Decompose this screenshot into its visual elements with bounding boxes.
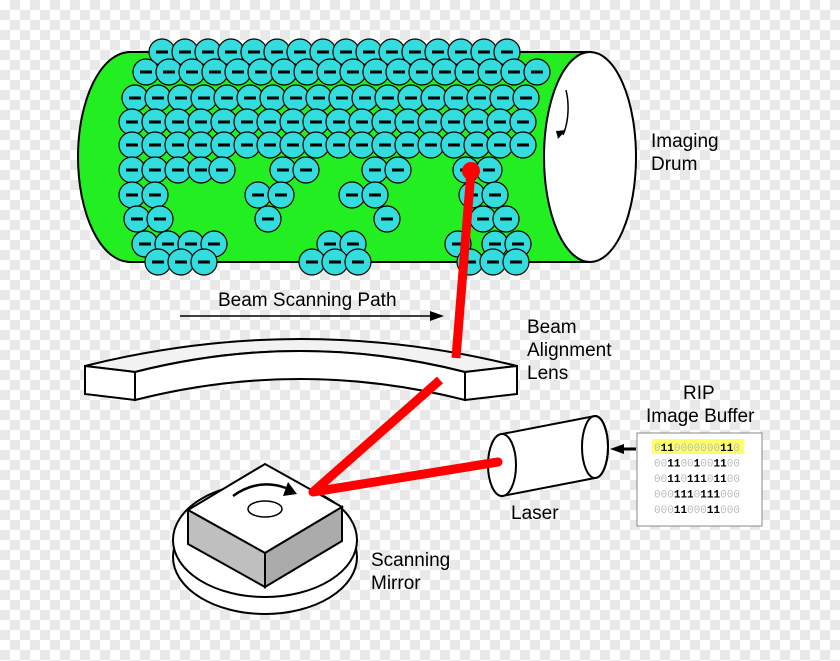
mirror-spindle xyxy=(247,500,283,518)
laser-back-cap xyxy=(581,415,609,479)
rip-image-buffer: 0110000000110 0011001001100 0011011101100 0… xyxy=(610,432,763,527)
buffer-row: 0110000000110 xyxy=(654,443,740,455)
buffer-arrowhead xyxy=(610,444,624,454)
beam-scanning-path: Beam Scanning Path xyxy=(180,290,444,321)
beam-alignment-lens-label: Beam Alignment Lens xyxy=(527,317,617,384)
mirror-rotation-arrowhead xyxy=(283,482,297,496)
imaging-drum-label: Imaging Drum xyxy=(651,131,724,175)
buffer-row: 0001100011000 xyxy=(654,505,740,517)
buffer-row: 0011001001100 xyxy=(654,459,740,471)
drum-rotation-arrowhead xyxy=(556,130,566,139)
lens-right-end xyxy=(464,364,518,402)
laser-label: Laser xyxy=(511,503,559,524)
laser-beam xyxy=(308,162,503,497)
buffer-row: 0011011101100 xyxy=(654,474,740,486)
laser-unit xyxy=(487,414,609,498)
mirror-block-right xyxy=(264,505,343,589)
scanning-mirror xyxy=(172,462,358,615)
charge-particles xyxy=(118,38,551,276)
beam-mirror-to-lens xyxy=(310,376,443,496)
rip-image-buffer-label: RIP Image Buffer xyxy=(646,383,755,427)
beam-scanning-path-label: Beam Scanning Path xyxy=(218,290,397,311)
laser-body xyxy=(501,414,609,498)
buffer-row: 0001110111000 xyxy=(654,490,740,502)
buffer-rows: 0110000000110 0011001001100 0011011101100 0… xyxy=(654,443,740,517)
buffer-row-highlight xyxy=(652,439,744,454)
drum-end-cap xyxy=(543,51,637,263)
beam-laser-to-mirror xyxy=(308,457,503,497)
beam-impact-point xyxy=(462,162,480,180)
lens-left-end xyxy=(84,364,136,402)
beam-lens-to-drum xyxy=(451,170,476,359)
scan-path-arrowhead xyxy=(430,311,444,321)
scanning-mirror-label: Scanning Mirror xyxy=(371,550,456,594)
mirror-rotation-arrow xyxy=(232,483,287,498)
beam-alignment-lens xyxy=(84,338,518,402)
